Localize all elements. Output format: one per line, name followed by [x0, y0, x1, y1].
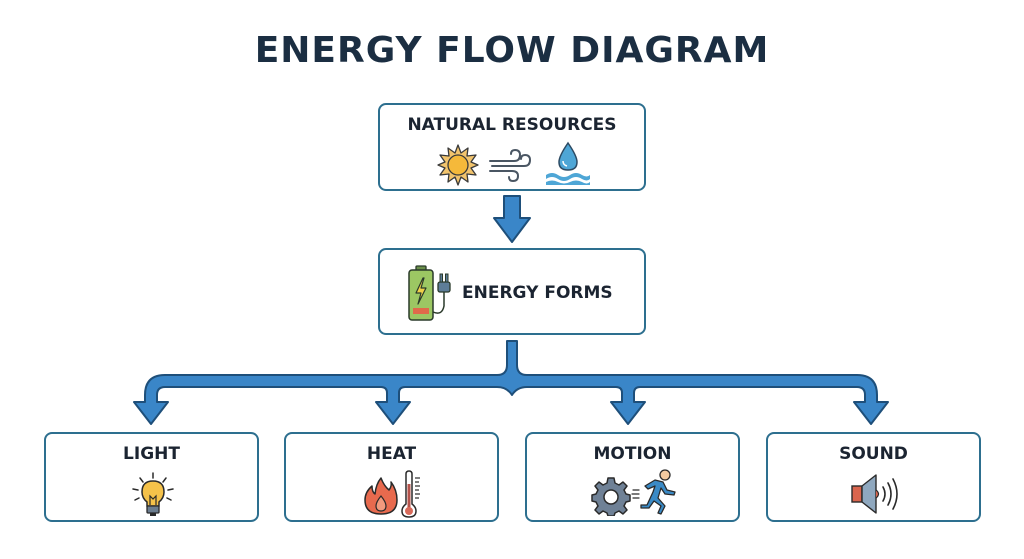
wind-icon — [489, 148, 532, 183]
node-label: MOTION — [593, 444, 672, 464]
sun-icon — [437, 144, 479, 186]
node-energy-forms[interactable]: ENERGY FORMS — [378, 248, 646, 335]
light-bulb-icon — [132, 472, 174, 516]
water-drop-icon — [546, 141, 590, 185]
arrow-resources-to-forms — [493, 195, 531, 243]
node-light[interactable]: LIGHT — [44, 432, 259, 522]
node-label: LIGHT — [123, 444, 180, 464]
thermometer-icon — [401, 470, 420, 518]
node-label: NATURAL RESOURCES — [407, 115, 617, 135]
node-heat[interactable]: HEAT — [284, 432, 499, 522]
diagram-title: ENERGY FLOW DIAGRAM — [254, 30, 770, 71]
node-natural-resources[interactable]: NATURAL RESOURCES — [378, 103, 646, 191]
node-sound[interactable]: SOUND — [766, 432, 981, 522]
node-label: SOUND — [839, 444, 908, 464]
running-person-icon — [631, 469, 676, 515]
node-motion[interactable]: MOTION — [525, 432, 740, 522]
speaker-icon — [851, 474, 898, 514]
arrow-forms-branch — [133, 340, 889, 425]
gear-icon — [591, 477, 631, 516]
battery-plug-icon — [408, 265, 451, 321]
node-label: ENERGY FORMS — [462, 283, 613, 303]
flame-icon — [364, 477, 398, 515]
node-label: HEAT — [366, 444, 417, 464]
